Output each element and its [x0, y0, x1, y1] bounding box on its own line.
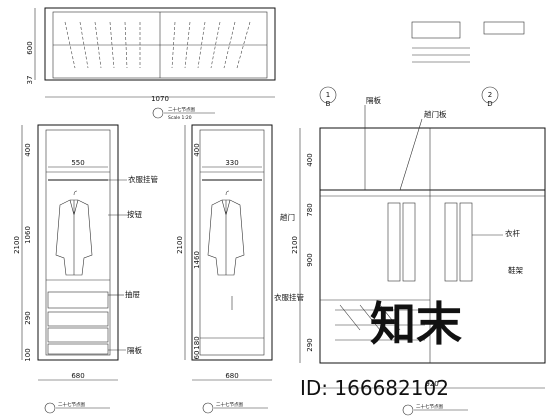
label-rod-mid: 衣服挂管	[274, 292, 304, 302]
left-jacket-icon	[55, 199, 93, 276]
marker-right-sheet: D	[487, 100, 492, 108]
title-block-area	[411, 21, 525, 63]
label-rod-left: 衣服挂管	[128, 174, 158, 184]
view-title-1: 二十七节点图 Scale 1:20	[152, 106, 215, 121]
marker-right-num: 2	[488, 91, 492, 99]
left-mid-dim: 1060	[24, 226, 32, 244]
label-right-shoe: 鞋架	[508, 265, 523, 275]
label-right-shelf: 隔板	[366, 95, 381, 105]
middle-elevation: 400 1460 180 60 2100 330 680 趟门 衣服挂管	[176, 124, 304, 381]
plan-hangers	[64, 21, 251, 69]
right-trousers	[387, 202, 473, 282]
left-plinth-dim: 100	[24, 348, 32, 361]
view-title-2: 二十七节点图	[44, 401, 110, 414]
title-block-2	[483, 21, 525, 35]
left-drawer-1	[47, 311, 109, 327]
view-scale-1: Scale 1:20	[168, 115, 192, 121]
mid-330-dim: 330	[225, 159, 238, 167]
plan-width-dim: 1070	[151, 95, 169, 103]
marker-left-num: 1	[326, 91, 330, 99]
label-right-rod: 衣杆	[505, 228, 520, 238]
mid-plinth-dim: 60	[193, 351, 201, 360]
mid-jacket-icon	[207, 199, 245, 276]
right-top-dim: 400	[306, 153, 314, 166]
mid-bottom-dim: 180	[193, 336, 201, 349]
plan-lip-dim: 37	[26, 76, 34, 85]
left-drawer-3	[47, 343, 109, 355]
mid-mid-dim: 1460	[193, 251, 201, 269]
view-title-4-text: 二十七节点图	[416, 403, 443, 410]
watermark-id: ID: 166682102	[300, 376, 449, 400]
left-top-dim: 400	[24, 143, 32, 156]
marker-left-sheet: B	[326, 100, 331, 108]
plan-outer-frame	[44, 7, 276, 81]
right-mid2-dim: 900	[306, 253, 314, 266]
left-width-dim: 680	[71, 372, 84, 380]
left-elevation: 2100 400 1060 290 100 550 680 衣服挂管 按钮 抽屉…	[13, 124, 158, 381]
left-bottom-dim: 290	[24, 311, 32, 324]
right-cabinet-frame	[319, 127, 546, 364]
left-total-dim: 2100	[13, 236, 21, 254]
left-cabinet-frame	[37, 124, 119, 361]
title-block-1	[411, 21, 461, 39]
view-title-4: 二十七节点图	[402, 403, 468, 416]
right-shoe-rack	[335, 304, 425, 341]
right-bottom-dim: 290	[306, 338, 314, 351]
mid-top-dim: 400	[193, 143, 201, 156]
left-drawer-2	[47, 327, 109, 343]
view-title-3-text: 二十七节点图	[216, 401, 243, 408]
section-marker-left: 1 B	[319, 86, 337, 108]
view-title-1-text: 二十七节点图	[168, 106, 195, 113]
label-right-top: 趟门板	[424, 109, 447, 119]
section-marker-right: 2 D	[481, 86, 499, 108]
label-drawer-left: 抽屉	[125, 289, 140, 299]
left-550-dim: 550	[71, 159, 84, 167]
label-slide-left: 按钮	[127, 209, 142, 219]
right-elevation: 1 B 2 D 2100 400 780 900 290 920 隔板 趟门板 …	[291, 86, 546, 389]
view-title-3: 二十七节点图	[202, 401, 268, 414]
plan-height-dim: 600	[26, 41, 34, 54]
view-title-2-text: 二十七节点图	[58, 401, 85, 408]
right-mid1-dim: 780	[306, 203, 314, 216]
label-shelf-left: 隔板	[127, 345, 142, 355]
mid-width-dim: 680	[225, 372, 238, 380]
right-total-dim: 2100	[291, 236, 299, 254]
view-title-bubble	[152, 107, 164, 119]
mid-cabinet-frame	[191, 124, 273, 361]
watermark-logo: 知末	[370, 297, 462, 351]
top-plan-view: 600 37 1070	[26, 7, 276, 103]
label-door-mid: 趟门	[280, 212, 295, 222]
mid-total-dim: 2100	[176, 236, 184, 254]
right-width-dim: 920	[425, 380, 438, 388]
